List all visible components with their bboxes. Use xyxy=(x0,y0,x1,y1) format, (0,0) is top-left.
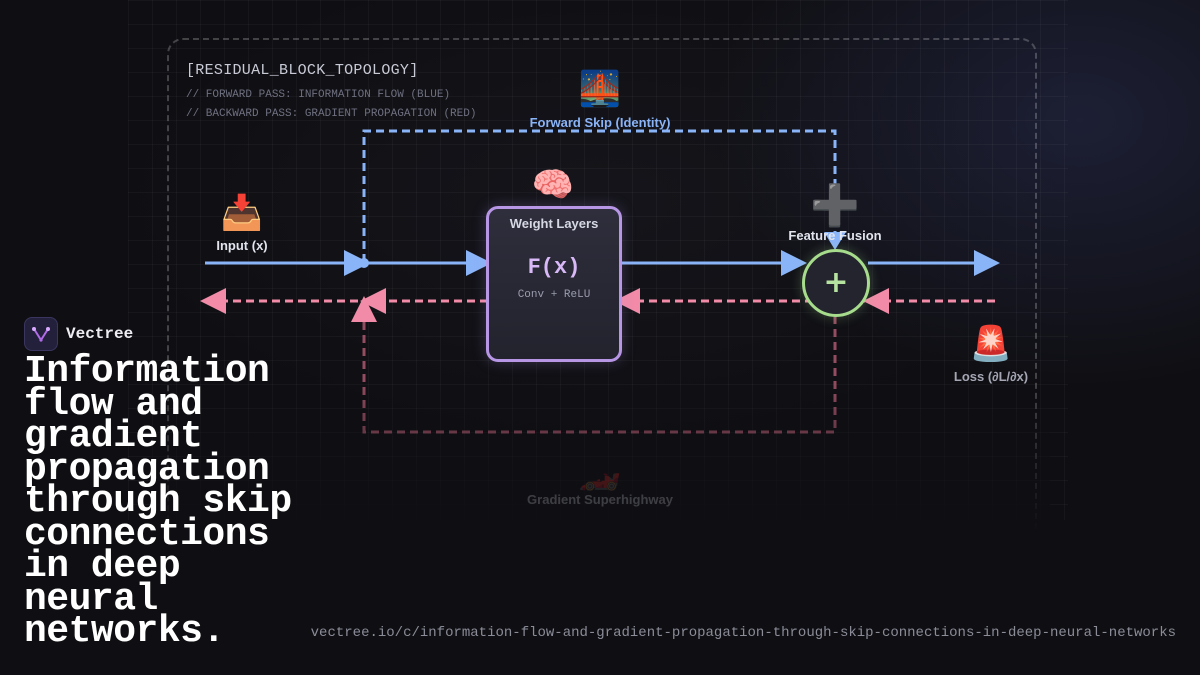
vectree-logo-icon xyxy=(24,317,58,351)
diagram-frame xyxy=(167,38,1037,540)
diagram-fade xyxy=(150,380,1050,560)
feature-fusion-label: Feature Fusion xyxy=(788,228,882,243)
highway-arrowhead xyxy=(351,296,377,322)
backward-pass-note: // BACKWARD PASS: GRADIENT PROPAGATION (… xyxy=(186,108,477,120)
weight-layers-formula: F(x) xyxy=(527,255,581,280)
brand-name: Vectree xyxy=(66,325,134,343)
backward-arrowhead-loss xyxy=(863,288,889,314)
forward-arrowhead-output xyxy=(974,250,1000,276)
forward-pass-note: // FORWARD PASS: INFORMATION FLOW (BLUE) xyxy=(186,89,451,101)
backward-arrowhead-split xyxy=(360,288,386,314)
race-car-icon: 🏎️ xyxy=(578,454,622,492)
plus-icon: ➕ xyxy=(810,183,860,229)
weight-layers-block: Weight Layers F(x) Conv + ReLU xyxy=(486,206,622,362)
inbox-tray-icon: 📥 xyxy=(220,194,264,232)
weight-layers-subtitle: Conv + ReLU xyxy=(517,289,591,301)
page-url: vectree.io/c/information-flow-and-gradie… xyxy=(310,625,1176,641)
brain-icon: 🧠 xyxy=(531,166,575,204)
forward-arrowhead-weights xyxy=(466,250,492,276)
backward-arrowhead-weights xyxy=(614,288,640,314)
gradient-highway-label: Gradient Superhighway xyxy=(527,492,673,507)
backward-arrowhead-input xyxy=(200,288,226,314)
weight-layers-label: Weight Layers xyxy=(509,216,599,231)
forward-arrowhead-input xyxy=(344,250,370,276)
diagram-title: [RESIDUAL_BLOCK_TOPOLOGY] xyxy=(186,62,419,79)
siren-icon: 🚨 xyxy=(969,325,1013,363)
feature-fusion-node: + xyxy=(802,249,870,317)
skip-arrowhead xyxy=(824,232,846,250)
bridge-icon: 🌉 xyxy=(578,70,622,108)
headline: Information flow and gradient propagatio… xyxy=(24,350,292,653)
loss-label: Loss (∂L/∂x) xyxy=(953,369,1029,384)
forward-arrowhead-fusion xyxy=(781,250,807,276)
forward-skip-label: Forward Skip (Identity) xyxy=(529,115,671,130)
input-label: Input (x) xyxy=(216,238,268,253)
forward-skip-path xyxy=(362,129,837,262)
